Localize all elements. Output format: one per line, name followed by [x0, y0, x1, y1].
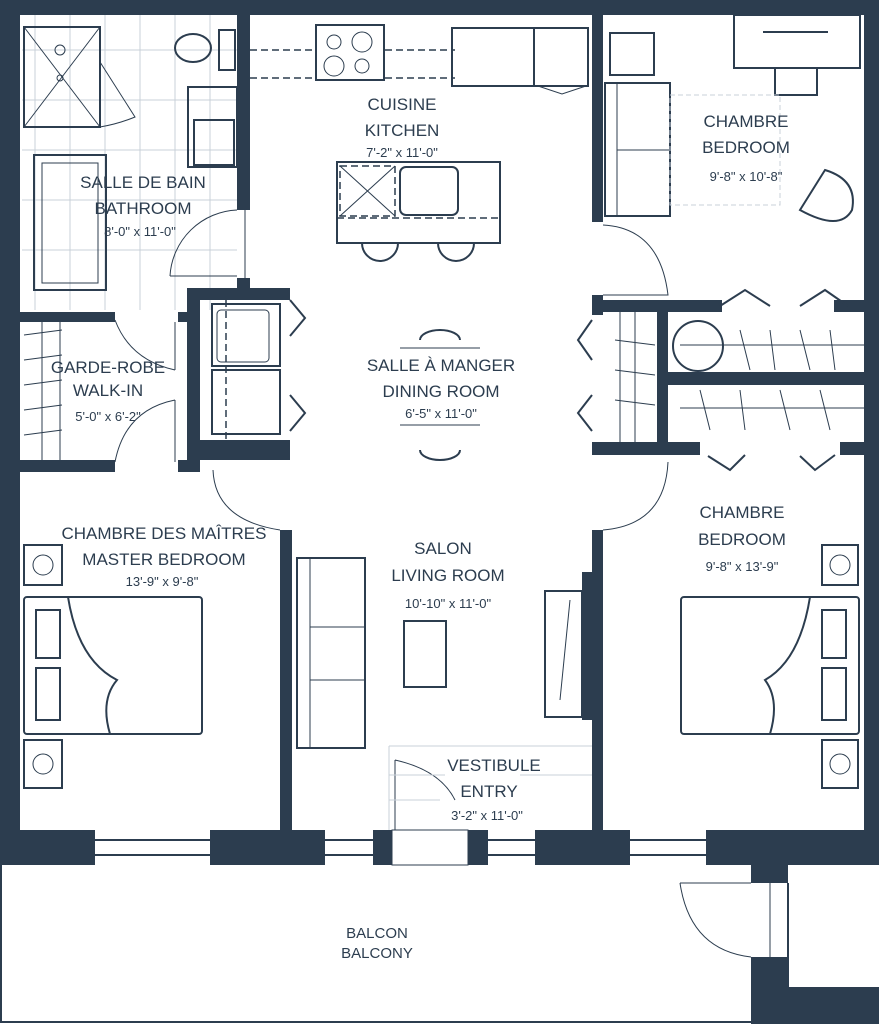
bedroom2-label-en: BEDROOM: [698, 530, 786, 549]
room-label-living: SALON LIVING ROOM 10'-10" x 11'-0": [391, 539, 504, 611]
living-label-fr: SALON: [414, 539, 472, 558]
room-label-bedroom1: CHAMBRE BEDROOM 9'-8" x 10'-8": [702, 112, 790, 184]
master-label-fr: CHAMBRE DES MAÎTRES: [62, 524, 267, 543]
master-label-en: MASTER BEDROOM: [82, 550, 245, 569]
bathroom-fixtures: [23, 26, 238, 291]
bedroom1-label-en: BEDROOM: [702, 138, 790, 157]
living-dimensions: 10'-10" x 11'-0": [405, 596, 492, 611]
master-dimensions: 13'-9" x 9'-8": [126, 574, 199, 589]
entry-label-fr: VESTIBULE: [447, 756, 541, 775]
room-label-master: CHAMBRE DES MAÎTRES MASTER BEDROOM 13'-9…: [62, 524, 267, 589]
dining-dimensions: 6'-5" x 11'-0": [405, 406, 477, 421]
bathroom-label-fr: SALLE DE BAIN: [80, 173, 206, 192]
room-label-dining: SALLE À MANGER DINING ROOM 6'-5" x 11'-0…: [367, 356, 515, 421]
room-label-kitchen: CUISINE KITCHEN 7'-2" x 11'-0": [365, 95, 440, 160]
closet-rods: [23, 312, 864, 460]
bedroom2-bed: [680, 544, 860, 789]
balcony-label-en: BALCONY: [341, 945, 413, 962]
fridge: [451, 27, 535, 87]
bedroom2-dimensions: 9'-8" x 13'-9": [706, 559, 779, 574]
entry-label-en: ENTRY: [460, 782, 517, 801]
doors[interactable]: [114, 209, 849, 958]
living-label-en: LIVING ROOM: [391, 566, 504, 585]
stove: [315, 24, 385, 81]
kitchen-fixtures: [250, 24, 589, 262]
kitchen-dimensions: 7'-2" x 11'-0": [366, 145, 438, 160]
bathroom-dimensions: 8'-0" x 11'-0": [104, 224, 176, 239]
laundry: [211, 300, 281, 440]
kitchen-island: [336, 161, 501, 244]
bedroom1-furniture: [604, 14, 861, 222]
bedroom1-label-fr: CHAMBRE: [703, 112, 788, 131]
dining-table: [400, 329, 480, 461]
walkin-label-fr: GARDE-ROBE: [51, 358, 165, 377]
room-label-entry: VESTIBULE ENTRY 3'-2" x 11'-0": [447, 756, 541, 823]
entry-dimensions: 3'-2" x 11'-0": [451, 808, 523, 823]
room-label-walkin: GARDE-ROBE WALK-IN 5'-0" x 6'-2": [51, 358, 165, 424]
walkin-label-en: WALK-IN: [73, 381, 143, 400]
bathroom-label-en: BATHROOM: [95, 199, 192, 218]
room-label-bedroom2: CHAMBRE BEDROOM 9'-8" x 13'-9": [698, 503, 786, 574]
kitchen-label-en: KITCHEN: [365, 121, 440, 140]
balcony-label-fr: BALCON: [346, 925, 408, 942]
room-label-balcony: BALCON BALCONY: [341, 925, 413, 962]
balcony-outline: [0, 865, 789, 1023]
bedroom1-dimensions: 9'-8" x 10'-8": [710, 169, 783, 184]
walkin-dimensions: 5'-0" x 6'-2": [75, 409, 141, 424]
coffee-table: [403, 620, 447, 688]
dining-label-fr: SALLE À MANGER: [367, 356, 515, 375]
kitchen-label-fr: CUISINE: [368, 95, 437, 114]
dining-label-en: DINING ROOM: [382, 382, 499, 401]
master-bed: [23, 544, 203, 789]
living-furniture: [296, 557, 592, 830]
bedroom2-label-fr: CHAMBRE: [699, 503, 784, 522]
room-label-bathroom: SALLE DE BAIN BATHROOM 8'-0" x 11'-0": [80, 173, 206, 239]
windows: [95, 829, 706, 866]
